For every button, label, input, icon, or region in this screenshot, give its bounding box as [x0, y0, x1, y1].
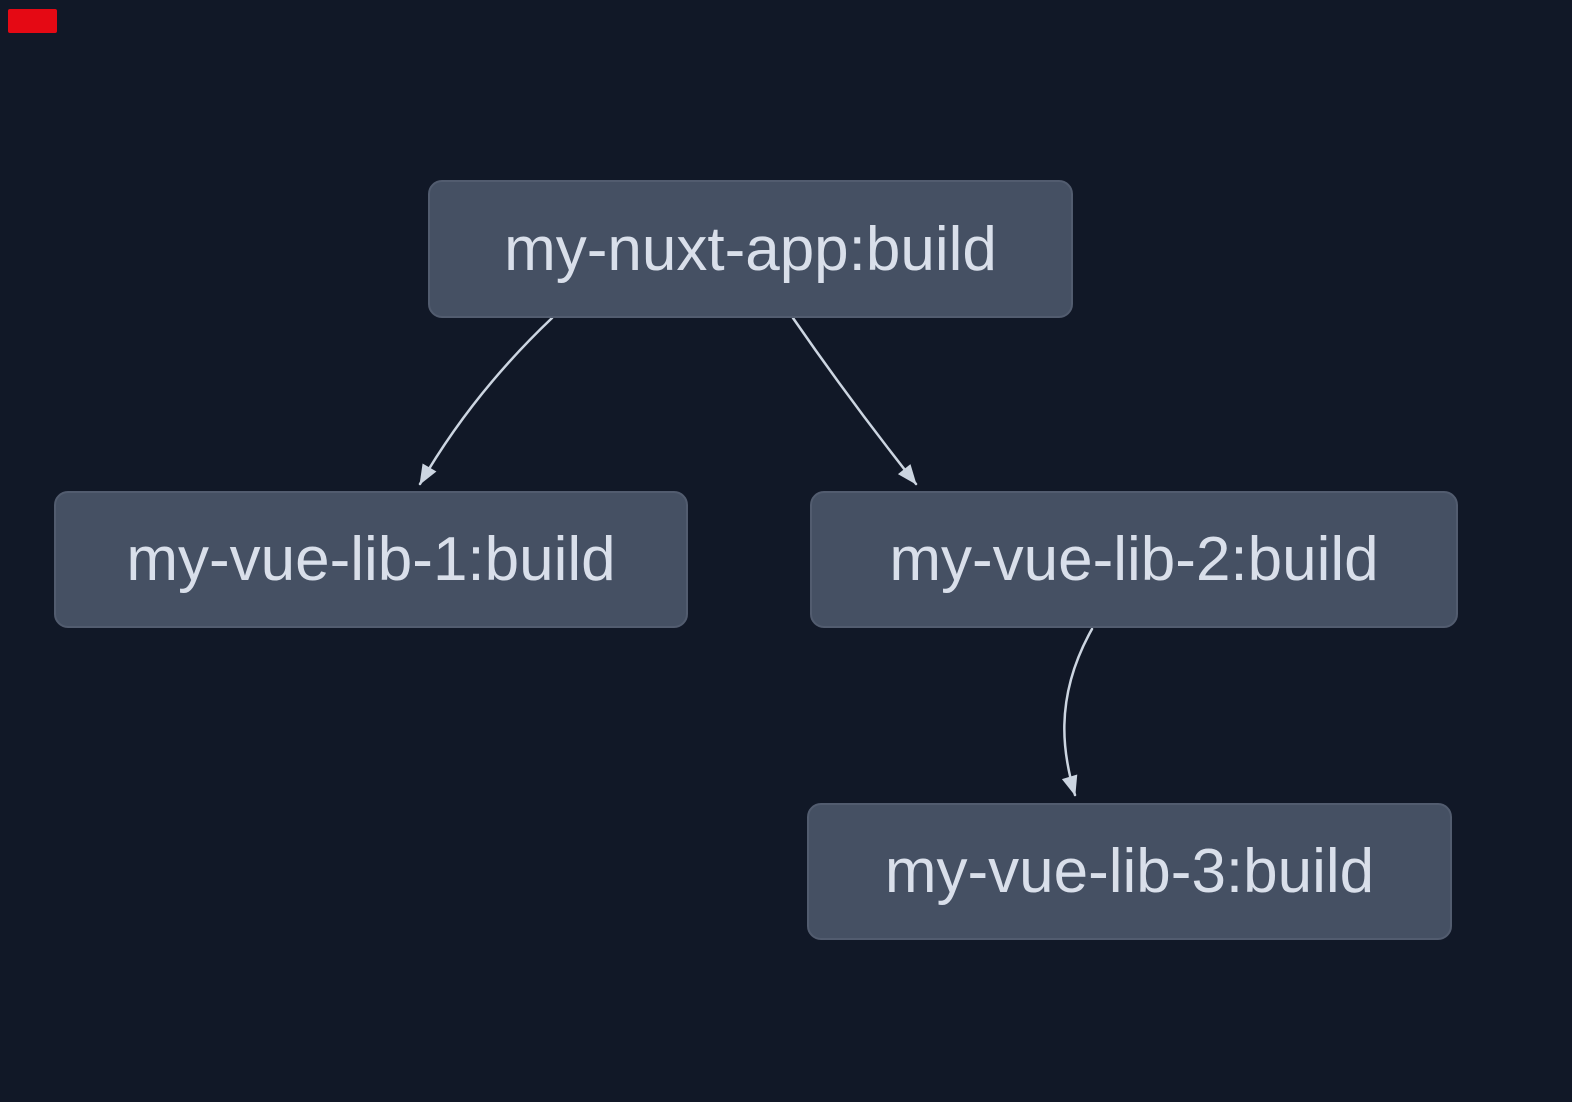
task-node-label: my-nuxt-app:build	[504, 214, 997, 284]
task-node[interactable]: my-vue-lib-2:build	[810, 491, 1458, 628]
task-node-label: my-vue-lib-2:build	[889, 525, 1379, 594]
task-node[interactable]: my-vue-lib-1:build	[54, 491, 688, 628]
task-node[interactable]: my-nuxt-app:build	[428, 180, 1073, 318]
dependency-edge	[791, 316, 918, 486]
dependency-edge	[1061, 627, 1094, 797]
task-node-label: my-vue-lib-3:build	[884, 837, 1375, 906]
red-marker	[8, 9, 57, 33]
task-node-label: my-vue-lib-1:build	[126, 525, 616, 594]
task-node[interactable]: my-vue-lib-3:build	[807, 803, 1452, 940]
dependency-edge	[418, 316, 554, 486]
